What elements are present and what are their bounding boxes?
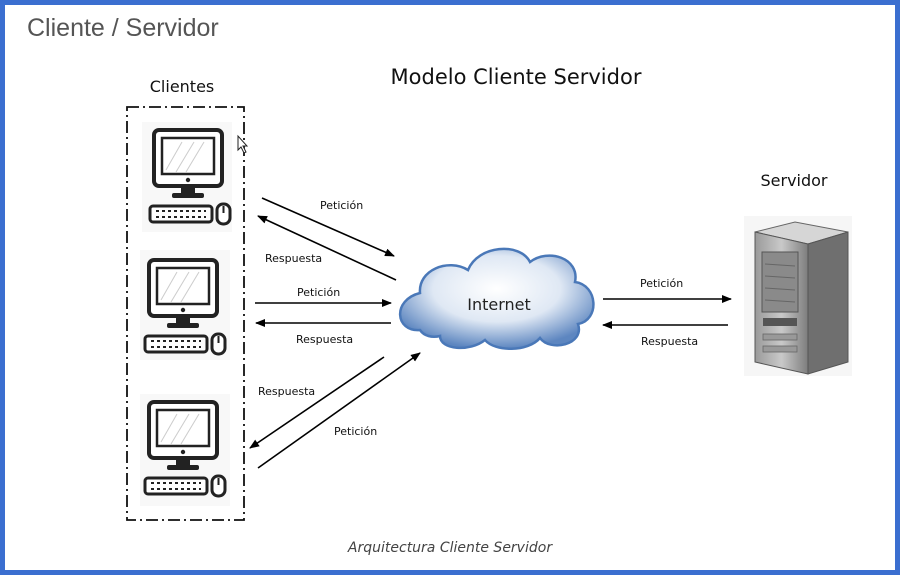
clients-group-box <box>126 106 245 521</box>
clients-label: Clientes <box>150 77 215 96</box>
client-computer-3 <box>140 394 230 506</box>
label-server-request: Petición <box>640 277 683 290</box>
arrow-bottom-response <box>249 356 385 449</box>
label-bottom-request: Petición <box>334 425 377 438</box>
arrow-top-request <box>261 197 395 257</box>
server-label: Servidor <box>760 171 827 190</box>
arrow-top-response <box>257 215 397 281</box>
internet-cloud: Internet <box>398 247 595 350</box>
internet-label: Internet <box>467 295 531 314</box>
label-top-request: Petición <box>320 199 363 212</box>
server-icon <box>744 216 852 376</box>
diagram-title: Modelo Cliente Servidor <box>391 65 642 89</box>
mouse-cursor-icon <box>237 134 249 154</box>
client-computer-2 <box>140 250 230 360</box>
client-computer-1 <box>142 122 232 232</box>
label-mid-response: Respuesta <box>296 333 353 346</box>
figure-caption: Arquitectura Cliente Servidor <box>347 540 553 556</box>
arrow-bottom-request <box>257 352 421 469</box>
label-server-response: Respuesta <box>641 335 698 348</box>
label-bottom-response: Respuesta <box>258 385 315 398</box>
label-top-response: Respuesta <box>265 252 322 265</box>
label-mid-request: Petición <box>297 286 340 299</box>
page-title: Cliente / Servidor <box>27 14 219 42</box>
